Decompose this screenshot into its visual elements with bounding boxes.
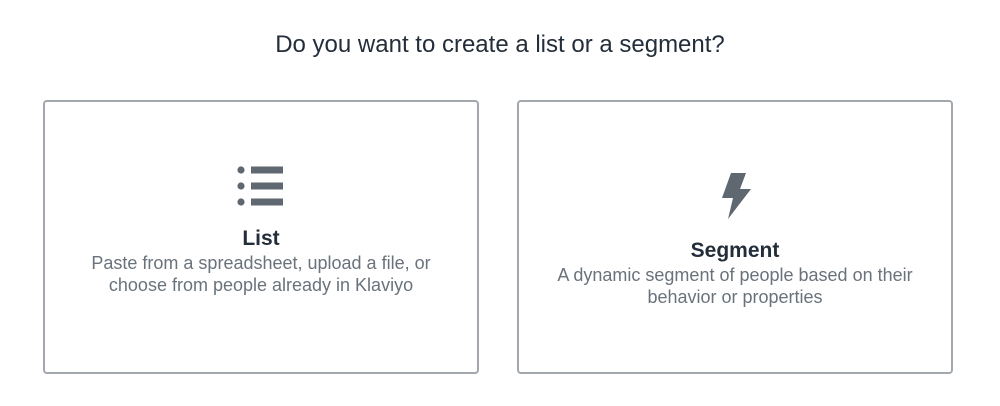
segment-option-card[interactable]: Segment A dynamic segment of people base… — [517, 100, 953, 374]
segment-option-content: Segment A dynamic segment of people base… — [519, 172, 951, 308]
lightning-bolt-icon — [722, 173, 751, 219]
segment-option-title: Segment — [690, 239, 780, 262]
page-heading: Do you want to create a list or a segmen… — [275, 31, 725, 58]
list-option-title: List — [242, 227, 280, 250]
list-option-content: List Paste from a spreadsheet, upload a … — [45, 166, 477, 296]
segment-option-description: A dynamic segment of people based on the… — [557, 265, 913, 307]
list-option-card[interactable]: List Paste from a spreadsheet, upload a … — [43, 100, 479, 374]
list-option-description: Paste from a spreadsheet, upload a file,… — [91, 253, 431, 295]
list-icon — [237, 166, 283, 206]
